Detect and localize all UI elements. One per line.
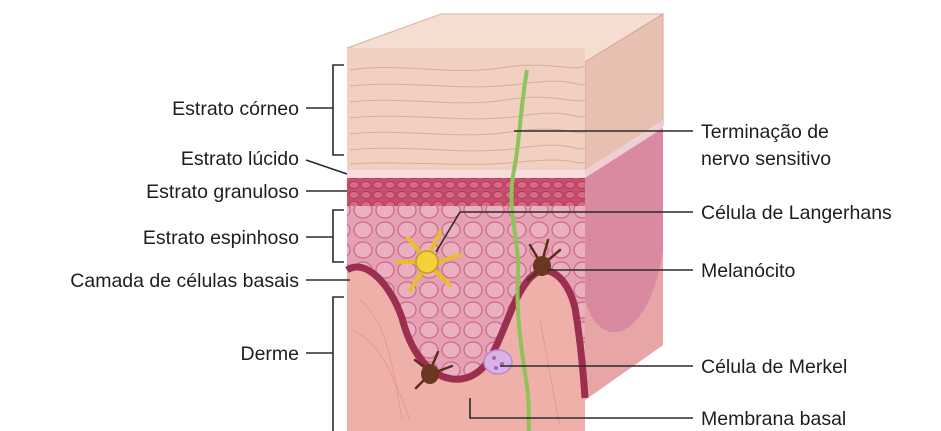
label-camada-basal: Camada de células basais [70,270,299,292]
corneum-front-face [347,48,585,170]
label-terminacao-line2: nervo sensitivo [701,148,831,170]
label-estrato-lucido: Estrato lúcido [181,148,299,170]
label-estrato-granuloso: Estrato granuloso [146,181,299,203]
bracket-derme [333,297,344,431]
lucidum-band [347,170,585,178]
label-terminacao-line1: Terminação de [701,121,829,143]
skin-block [347,14,663,431]
granulosum-band [347,178,585,206]
label-melanocito: Melanócito [701,260,795,282]
bracket-corneo [333,65,344,155]
left-brackets [306,65,350,431]
label-langerhans: Célula de Langerhans [701,202,892,224]
label-membrana-basal: Membrana basal [701,408,846,430]
label-derme: Derme [240,343,299,365]
label-estrato-espinhoso: Estrato espinhoso [143,227,299,249]
leader-lucido [306,160,347,174]
merkel-cell [484,350,512,374]
label-merkel: Célula de Merkel [701,356,847,378]
label-estrato-corneo: Estrato córneo [172,98,299,120]
bracket-espinhoso [333,210,344,262]
